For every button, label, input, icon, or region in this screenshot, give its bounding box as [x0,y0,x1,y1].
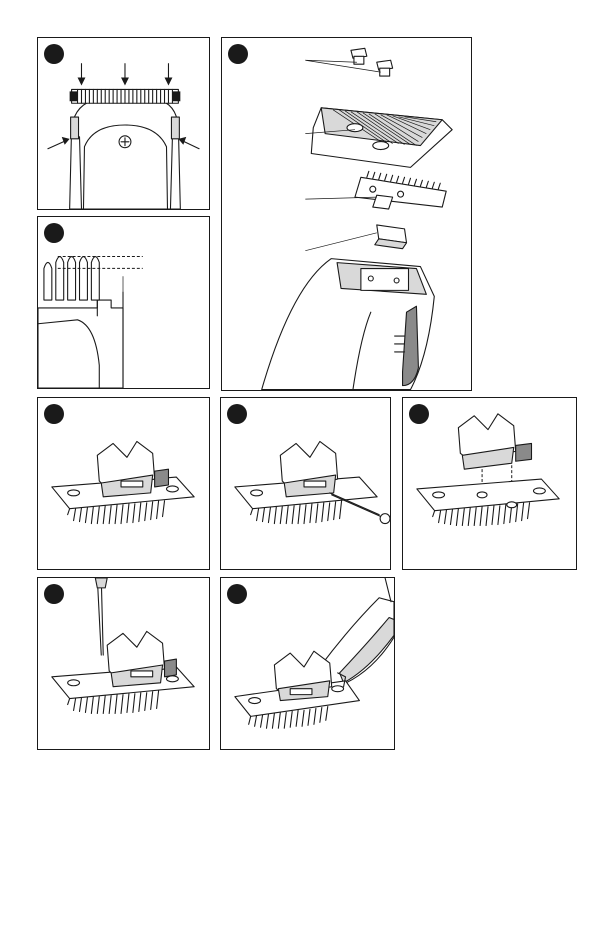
blade-screwdriver-side-illustration [221,398,390,569]
clipper-body [262,259,435,390]
panel-cutter-removed [402,397,577,570]
panel-blade-assembly [37,397,210,570]
panel-comb-attachment [37,37,210,210]
exploded-blade-illustration [222,38,471,390]
step-badge [227,404,247,424]
blade-drive [375,225,407,249]
cutter-removed-illustration [403,398,576,569]
step-badge [228,44,248,64]
step-badge [44,404,64,424]
blade-alignment-illustration [38,217,209,388]
stationary-blade [311,108,452,168]
step-badge [44,223,64,243]
blade-installed-illustration [221,578,394,749]
down-arrows [78,64,173,86]
panel-blade-screwdriver-top [37,577,210,750]
blade-teeth [44,257,99,300]
step-badge [227,584,247,604]
panel-blade-installed [220,577,395,750]
panel-blade-screwdriver-side [220,397,391,570]
cutter-block [458,414,531,469]
moving-blade [355,171,446,209]
blade-screws [351,48,393,76]
blade-screwdriver-top-illustration [38,578,209,749]
step-badge [44,44,64,64]
blade-assembly-illustration [38,398,209,569]
blade-plate [417,479,559,525]
cutter-block [280,441,337,496]
panel-exploded-blade-view [221,37,472,391]
screwdriver [95,578,107,655]
cutter-block [274,651,331,700]
step-badge [409,404,429,424]
panel-blade-alignment [37,216,210,389]
step-badge [44,584,64,604]
comb-attachment-illustration [38,38,209,209]
